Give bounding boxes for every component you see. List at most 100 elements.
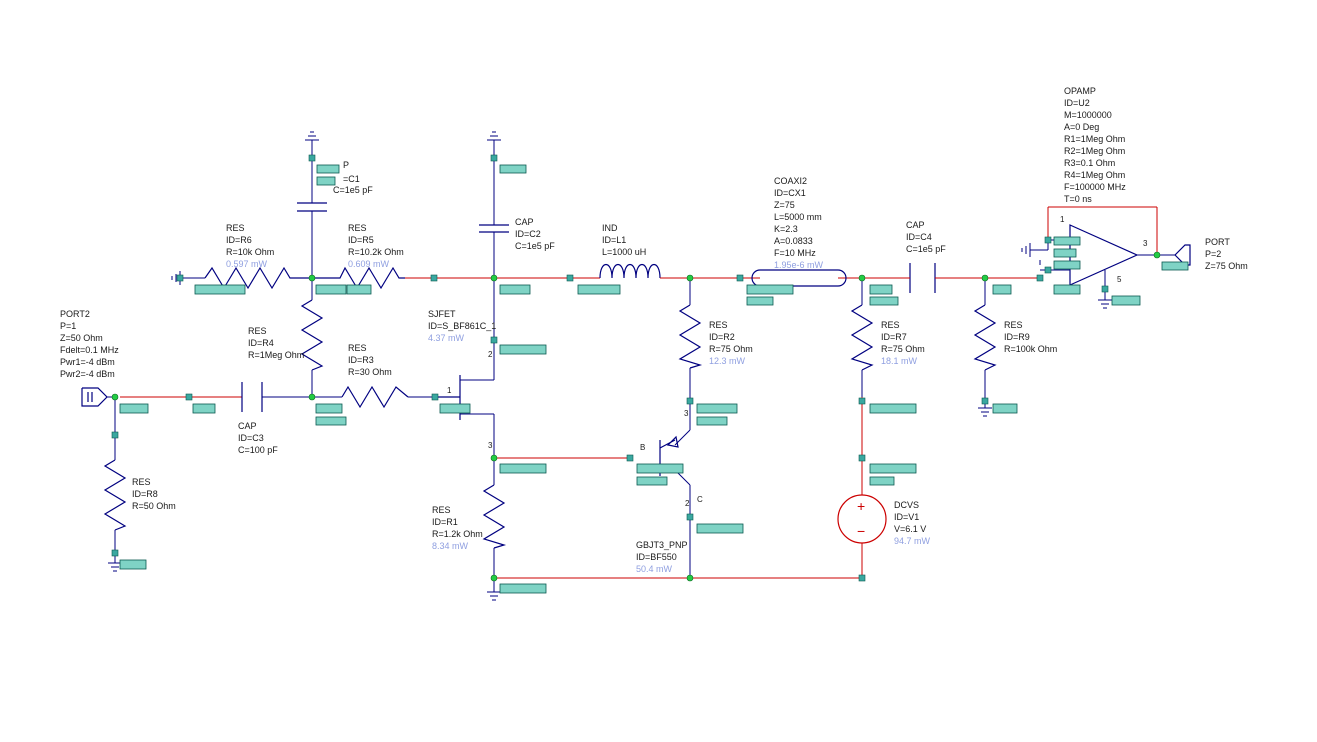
probe-box: [696, 416, 728, 426]
sjfet-pin-2: 2: [488, 350, 493, 359]
terminal-squares: [111, 154, 1109, 582]
r5-power-label: 0.609 mW: [348, 259, 390, 269]
dcvs-minus: −: [857, 523, 865, 539]
probe-box: [869, 403, 917, 414]
ground-icon: [1021, 243, 1031, 257]
probe-box: [346, 284, 372, 295]
port-type-label: PORT: [1205, 237, 1230, 247]
r6-power-label: 0.597 mW: [226, 259, 268, 269]
node-dot: [111, 393, 119, 401]
capacitor-c1[interactable]: P =C1 C=1e5 pF: [297, 160, 373, 212]
opamp-param-t: T=0 ns: [1064, 194, 1092, 204]
probe-box: [577, 284, 621, 295]
ground-icon: [487, 131, 501, 141]
port-param-z: Z=75 Ohm: [1205, 261, 1248, 271]
resistor-r7[interactable]: RES ID=R7 R=75 Ohm 18.1 mW: [850, 304, 925, 371]
r8-type-label: RES: [132, 477, 151, 487]
capacitor-c4[interactable]: CAP ID=C4 C=1e5 pF: [905, 220, 947, 293]
probe-box: [499, 463, 547, 474]
c1-value-label: C=1e5 pF: [333, 185, 373, 195]
coax-param-k: K=2.3: [774, 224, 798, 234]
opamp-param-m: M=1000000: [1064, 110, 1112, 120]
resistor-r3[interactable]: RES ID=R3 R=30 Ohm: [341, 343, 409, 409]
node-dot: [308, 274, 316, 282]
dc-voltage-source-v1[interactable]: + − DCVS ID=V1 V=6.1 V 94.7 mW: [837, 494, 931, 546]
node-dot: [981, 274, 989, 282]
highlighted-wires: [120, 206, 1158, 579]
opamp-param-r1: R1=1Meg Ohm: [1064, 134, 1125, 144]
sjfet-power-label: 4.37 mW: [428, 333, 465, 343]
c3-id-label: ID=C3: [238, 433, 264, 443]
c1-type-label: P: [343, 160, 349, 170]
probe-box: [1111, 295, 1141, 306]
r2-value-label: R=75 Ohm: [709, 344, 753, 354]
resistor-r8[interactable]: RES ID=R8 R=50 Ohm: [103, 459, 176, 531]
resistor-r1[interactable]: RES ID=R1 R=1.2k Ohm 8.34 mW: [432, 484, 507, 551]
probe-box: [992, 284, 1012, 295]
resistor-r2[interactable]: RES ID=R2 R=75 Ohm 12.3 mW: [678, 304, 753, 369]
capacitor-c2[interactable]: CAP ID=C2 C=1e5 pF: [479, 217, 555, 251]
port-1-input[interactable]: PORT2 P=1 Z=50 Ohm Fdelt=0.1 MHz Pwr1=-4…: [60, 309, 119, 407]
probe-box: [1053, 236, 1081, 246]
r3-type-label: RES: [348, 343, 367, 353]
port2-param-p: P=1: [60, 321, 76, 331]
probe-box: [316, 164, 340, 174]
probe-box: [315, 284, 347, 295]
c2-value-label: C=1e5 pF: [515, 241, 555, 251]
probe-box: [636, 476, 668, 486]
opamp-param-r4: R4=1Meg Ohm: [1064, 170, 1125, 180]
c3-type-label: CAP: [238, 421, 257, 431]
probe-box: [869, 476, 895, 486]
node-dot: [1153, 251, 1161, 259]
probe-annotations: [119, 164, 1189, 594]
r2-power-label: 12.3 mW: [709, 356, 746, 366]
resistor-r5[interactable]: RES ID=R5 R=10.2k Ohm 0.609 mW: [312, 223, 405, 290]
r5-value-label: R=10.2k Ohm: [348, 247, 404, 257]
r8-value-label: R=50 Ohm: [132, 501, 176, 511]
resistor-r4[interactable]: RES ID=R4 R=1Meg Ohm: [248, 299, 324, 371]
probe-box: [869, 296, 899, 306]
ground-icon: [978, 407, 992, 417]
node-dot: [686, 274, 694, 282]
r2-type-label: RES: [709, 320, 728, 330]
probe-box: [119, 403, 149, 414]
r3-value-label: R=30 Ohm: [348, 367, 392, 377]
c4-type-label: CAP: [906, 220, 925, 230]
r3-id-label: ID=R3: [348, 355, 374, 365]
jfet-sjfet[interactable]: SJFET ID=S_BF861C_1 4.37 mW 1 2 3: [428, 309, 496, 450]
r7-power-label: 18.1 mW: [881, 356, 918, 366]
probe-box: [315, 403, 343, 414]
probe-box: [316, 176, 336, 186]
node-dot: [686, 574, 694, 582]
r7-id-label: ID=R7: [881, 332, 907, 342]
port2-param-pwr1: Pwr1=-4 dBm: [60, 357, 115, 367]
r9-id-label: ID=R9: [1004, 332, 1030, 342]
l1-value-label: L=1000 uH: [602, 247, 646, 257]
probe-box: [696, 403, 738, 414]
bjt-bf550[interactable]: GBJT3_PNP ID=BF550 50.4 mW B C 3 2: [636, 409, 703, 574]
c4-value-label: C=1e5 pF: [906, 244, 946, 254]
sjfet-id-label: ID=S_BF861C_1: [428, 321, 496, 331]
probe-box: [992, 403, 1018, 414]
probe-box: [499, 583, 547, 594]
bjt-pin-collector: C: [697, 495, 703, 504]
coax-type-label: COAXI2: [774, 176, 807, 186]
coax-cx1[interactable]: COAXI2 ID=CX1 Z=75 L=5000 mm K=2.3 A=0.0…: [740, 176, 847, 287]
inductor-l1[interactable]: IND ID=L1 L=1000 uH: [570, 223, 665, 279]
sjfet-pin-3: 3: [488, 441, 493, 450]
circuit-nodes: [111, 251, 1161, 582]
opamp-pin-1: 1: [1060, 215, 1065, 224]
resistor-r9[interactable]: RES ID=R9 R=100k Ohm: [973, 304, 1057, 371]
port2-type-label: PORT2: [60, 309, 90, 319]
probe-box: [869, 463, 917, 474]
r1-id-label: ID=R1: [432, 517, 458, 527]
resistor-r6[interactable]: RES ID=R6 R=10k Ohm 0.597 mW: [204, 223, 312, 290]
probe-box: [1053, 260, 1081, 270]
probe-box: [746, 284, 794, 295]
opamp-pin-5: 5: [1117, 275, 1122, 284]
l1-type-label: IND: [602, 223, 618, 233]
capacitor-c3[interactable]: CAP ID=C3 C=100 pF: [238, 382, 312, 455]
bjt-id-label: ID=BF550: [636, 552, 677, 562]
node-dot: [490, 454, 498, 462]
